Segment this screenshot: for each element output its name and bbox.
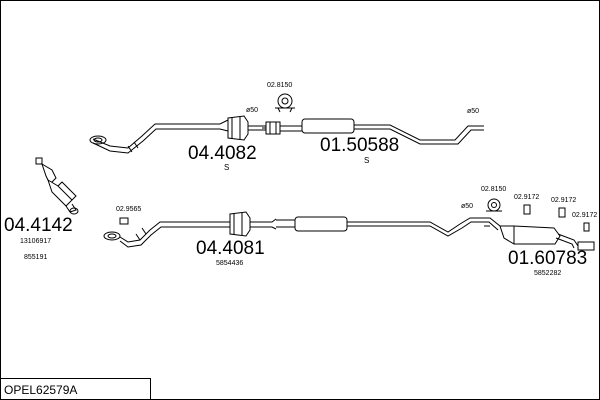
part-suffix: S — [224, 163, 230, 172]
part-number-01-50588: 01.50588 — [320, 135, 400, 156]
pipe-diameter: ø50 — [246, 107, 259, 114]
product-code: OPEL62579A — [4, 383, 78, 397]
hanger-part-number: 02.8150 — [481, 186, 507, 193]
front-pipe-upper — [89, 119, 229, 154]
oem-reference: 13106917 — [20, 238, 52, 245]
rubber-hanger-icon — [486, 198, 502, 212]
muffler-icon — [499, 225, 579, 249]
clamp-part-number: 02.9172 — [572, 212, 598, 219]
clamp-icon — [523, 204, 595, 251]
middle-silencer-lower — [276, 216, 501, 237]
part-number-01-60783: 01.60783 — [508, 248, 588, 269]
part-number-04-4081: 04.4081 — [196, 238, 265, 259]
part-number-04-4142: 04.4142 — [4, 215, 73, 236]
catalytic-converter-icon — [227, 115, 266, 141]
part-number-04-4082: 04.4082 — [188, 143, 257, 164]
oem-reference: 5854436 — [216, 260, 244, 267]
pipe-diameter: ø50 — [467, 108, 480, 115]
clamp-icon — [262, 121, 281, 135]
product-code-box: OPEL62579A — [0, 378, 151, 399]
front-pipe-lower — [103, 211, 277, 248]
oem-reference: 855191 — [24, 254, 48, 261]
clamp-icon — [119, 217, 129, 225]
middle-silencer-upper — [280, 118, 484, 145]
rubber-hanger-icon — [275, 93, 295, 113]
clamp-part-number: 02.9172 — [514, 194, 540, 201]
clamp-part-number: 02.9172 — [551, 197, 577, 204]
clamp-part-number: 02.9565 — [116, 206, 142, 213]
part-suffix: S — [364, 156, 370, 165]
hanger-part-number: 02.8150 — [267, 82, 293, 89]
pipe-diameter: ø50 — [461, 203, 474, 210]
manifold-converter — [35, 157, 79, 215]
oem-reference: 5852282 — [534, 270, 562, 277]
